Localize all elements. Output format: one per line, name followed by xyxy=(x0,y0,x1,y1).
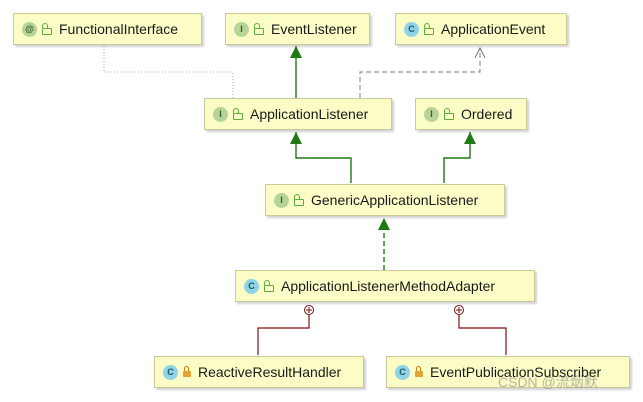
node-listener-method-adapter[interactable]: C ApplicationListenerMethodAdapter xyxy=(235,270,535,302)
node-functional-interface[interactable]: @ FunctionalInterface xyxy=(13,13,202,45)
node-reactive-result-handler[interactable]: C ReactiveResultHandler xyxy=(154,356,364,388)
public-icon xyxy=(294,193,304,206)
private-lock-icon xyxy=(183,366,191,377)
node-label: EventPublicationSubscriber xyxy=(430,364,602,380)
node-label: ApplicationListenerMethodAdapter xyxy=(281,278,496,294)
annotation-icon: @ xyxy=(22,21,37,37)
node-event-publication-subscriber[interactable]: C EventPublicationSubscriber xyxy=(386,356,630,388)
interface-icon: I xyxy=(274,192,289,208)
extends-arrow-applicationlistener xyxy=(295,132,352,183)
inner-class-link-reactive xyxy=(257,315,310,355)
node-label: ReactiveResultHandler xyxy=(198,364,342,380)
dependency-arrowhead-applicationevent xyxy=(474,46,486,59)
dependency-arrow-applicationevent xyxy=(359,48,481,98)
watermark: CSDN @流烟默 xyxy=(498,374,598,390)
class-icon: C xyxy=(163,364,178,380)
node-ordered[interactable]: I Ordered xyxy=(415,98,527,130)
interface-icon: I xyxy=(424,106,439,122)
node-label: Ordered xyxy=(461,106,513,122)
public-icon xyxy=(233,107,243,120)
node-label: ApplicationListener xyxy=(250,106,369,122)
public-icon xyxy=(444,107,454,120)
public-icon xyxy=(264,279,274,292)
class-icon: C xyxy=(244,278,259,294)
class-icon: C xyxy=(404,21,419,37)
node-label: ApplicationEvent xyxy=(441,21,546,37)
node-application-event[interactable]: C ApplicationEvent xyxy=(395,13,567,45)
node-label: FunctionalInterface xyxy=(59,21,179,37)
node-event-listener[interactable]: I EventListener xyxy=(225,13,370,45)
extends-arrowhead-eventlistener xyxy=(290,46,302,58)
implements-arrowhead-generic xyxy=(378,218,390,230)
public-icon xyxy=(424,22,434,35)
class-icon: C xyxy=(395,364,410,380)
node-generic-application-listener[interactable]: I GenericApplicationListener xyxy=(265,184,505,216)
public-icon xyxy=(42,22,52,35)
node-application-listener[interactable]: I ApplicationListener xyxy=(204,98,392,130)
public-icon xyxy=(254,22,264,35)
node-label: EventListener xyxy=(271,21,357,37)
annotation-link xyxy=(103,46,234,98)
interface-icon: I xyxy=(234,21,249,37)
extends-arrowhead-ordered xyxy=(464,132,476,144)
extends-arrowhead-applicationlistener xyxy=(290,132,302,144)
inner-class-link-subscriber xyxy=(458,315,507,355)
private-lock-icon xyxy=(415,366,423,377)
node-label: GenericApplicationListener xyxy=(311,192,479,208)
interface-icon: I xyxy=(213,106,228,122)
extends-arrow-ordered xyxy=(443,132,471,183)
